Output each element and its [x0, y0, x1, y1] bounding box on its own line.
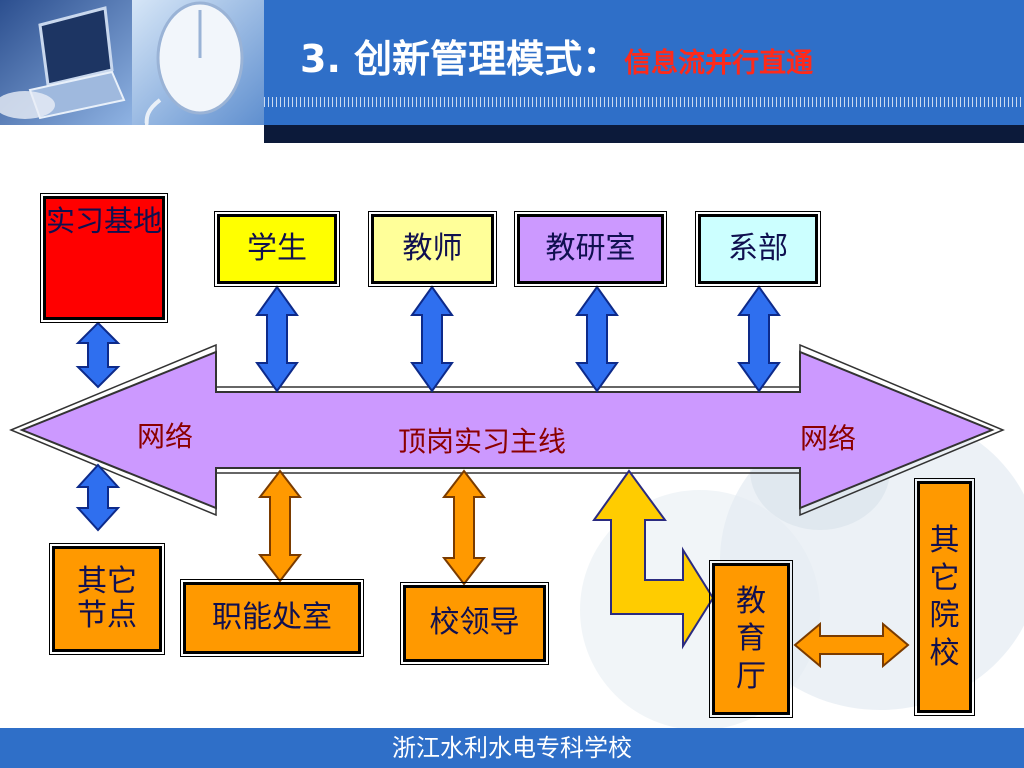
- network-left-label: 网络: [137, 420, 194, 453]
- node-school-leaders: 校领导: [400, 582, 549, 665]
- node-department-label: 系部: [728, 230, 788, 266]
- node-internship-base-label: 实习基地: [46, 204, 163, 238]
- node-other-nodes-label: 其它节点: [77, 563, 137, 633]
- node-school-leaders-label: 校领导: [429, 605, 520, 641]
- arrow-department-to-spine: [737, 285, 781, 393]
- arrow-spine-to-education-department: [592, 469, 715, 650]
- node-teacher-label: 教师: [402, 230, 463, 266]
- header-photo-image: [0, 0, 264, 125]
- node-teaching-office: 教研室: [514, 211, 667, 287]
- arrow-education-department-to-other-colleges: [793, 621, 910, 669]
- node-functional-offices: 职能处室: [180, 579, 364, 657]
- arrow-base-to-spine: [75, 321, 121, 389]
- node-student: 学生: [214, 211, 340, 287]
- page-title: 3. 创新管理模式：信息流并行直通: [300, 28, 813, 83]
- node-other-nodes: 其它节点: [49, 543, 165, 655]
- spine-main-label: 顶岗实习主线: [398, 425, 567, 458]
- title-subtitle-text: 信息流并行直通: [624, 48, 814, 79]
- header-dark-strip: [264, 125, 1024, 143]
- arrow-student-to-spine: [255, 285, 299, 393]
- footer-bar: 浙江水利水电专科学校: [0, 728, 1024, 768]
- footer-school-name: 浙江水利水电专科学校: [392, 734, 632, 762]
- node-education-department: 教育厅: [709, 560, 793, 718]
- node-other-colleges: 其它院校: [914, 478, 975, 716]
- node-education-department-label: 教育厅: [736, 583, 766, 694]
- arrow-teacher-to-spine: [410, 285, 454, 393]
- arrow-spine-to-school-leaders: [441, 469, 487, 586]
- arrow-spine-to-other-nodes: [75, 463, 121, 532]
- node-functional-offices-label: 职能处室: [212, 599, 332, 635]
- arrow-office-to-spine: [575, 285, 619, 393]
- title-main-text: 3. 创新管理模式：: [300, 37, 621, 81]
- node-teacher: 教师: [368, 211, 497, 287]
- network-right-label: 网络: [800, 422, 857, 455]
- main-spine-arrow: [9, 343, 1005, 517]
- node-other-colleges-label: 其它院校: [929, 523, 960, 671]
- header-dotted-line: [264, 97, 1024, 107]
- node-teaching-office-label: 教研室: [545, 230, 636, 266]
- node-student-label: 学生: [247, 230, 307, 266]
- arrow-spine-to-functional-offices: [257, 469, 303, 583]
- node-department: 系部: [695, 211, 821, 287]
- node-internship-base: 实习基地: [40, 193, 168, 323]
